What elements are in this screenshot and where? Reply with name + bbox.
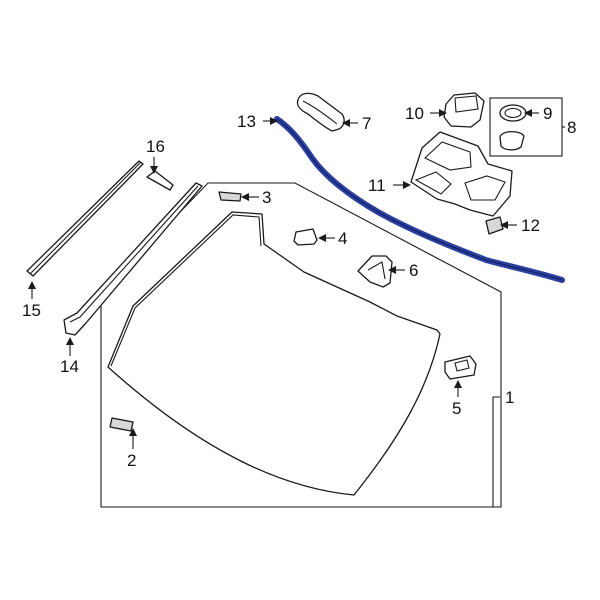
part-2-pad[interactable] [109,417,134,432]
part-11-detail-b [464,175,506,201]
part-4-bracket[interactable] [293,228,318,246]
callout-8: 8 [567,118,576,137]
windshield-glass-inner [110,214,262,367]
part-12-pad[interactable] [485,216,504,235]
callout-16: 16 [146,137,165,156]
callout-9: 9 [543,104,552,123]
callout-6: 6 [409,261,418,280]
leader-lines [28,109,565,507]
part-15-detail [29,161,142,275]
part-5-camera-bracket[interactable] [444,355,477,380]
part-6-detail [367,261,386,280]
part-13-molding-edge [276,118,563,281]
callout-3: 3 [262,188,271,207]
callout-7: 7 [362,114,371,133]
part-11-console-bracket[interactable] [410,131,513,217]
callout-1: 1 [505,388,514,407]
part-3-pad[interactable] [218,191,242,202]
callout-4: 4 [338,229,347,248]
part-11-detail-a [424,141,472,171]
part-8-clip[interactable] [499,130,525,151]
part-7-mirror-edge [302,100,338,125]
part-10-detail [454,95,479,113]
callout-15: 15 [22,301,41,320]
part-9-ring[interactable] [499,104,527,122]
callout-2: 2 [127,451,136,470]
windshield-glass[interactable] [107,211,441,496]
callout-13: 13 [237,112,256,131]
callout-14: 14 [60,357,79,376]
part-11-detail-c [414,171,452,195]
callout-11: 11 [368,176,386,195]
part-10-sensor-module[interactable] [443,92,485,128]
callout-12: 12 [521,216,540,235]
part-14-detail [69,185,199,323]
part-5-detail [454,359,470,372]
callout-5: 5 [452,399,461,418]
part-9-ring-inner [504,107,522,119]
part-6-mirror-mount[interactable] [357,255,393,288]
part-16-clip[interactable] [146,170,174,191]
callout-10: 10 [405,104,424,123]
